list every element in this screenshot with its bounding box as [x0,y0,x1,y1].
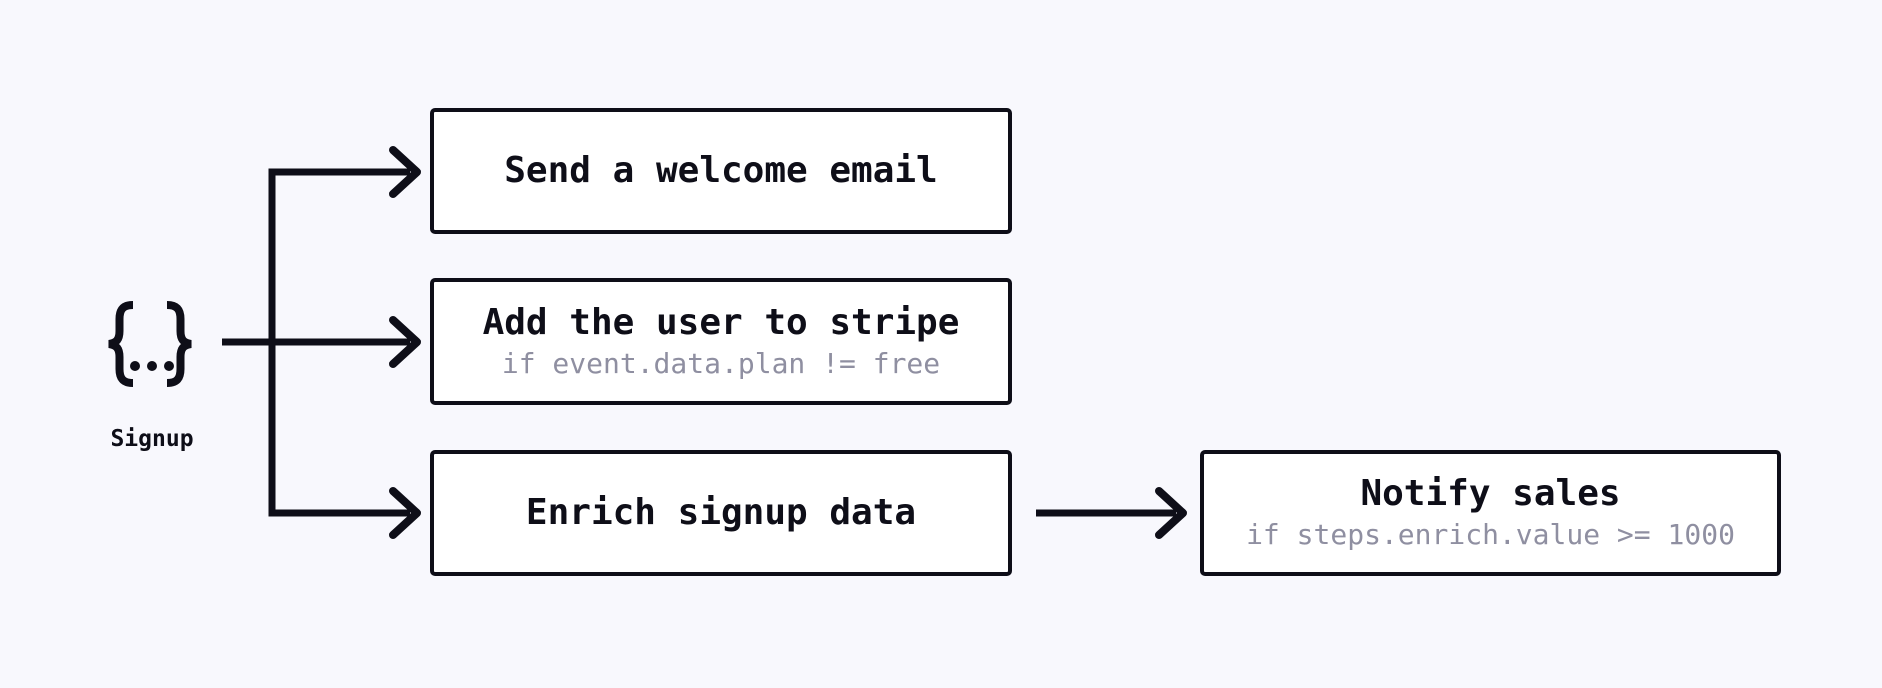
event-payload-braces-icon[interactable] [102,300,198,388]
trigger-event-label: Signup [110,426,194,452]
step-box-notify-sales[interactable]: Notify sales if steps.enrich.value >= 10… [1200,450,1781,576]
arrowhead-top-icon [389,146,421,198]
step-condition: if event.data.plan != free [501,346,941,380]
step-condition: if steps.enrich.value >= 1000 [1246,518,1735,551]
step-title: Send a welcome email [504,150,938,192]
arrowhead-middle-icon [389,316,421,368]
step-title: Notify sales [1360,473,1621,515]
arrowhead-notify-icon [1155,487,1187,539]
step-title: Enrich signup data [525,492,917,534]
arrowhead-bottom-icon [389,487,421,539]
branch-trunk-line [268,168,410,517]
step-box-add-user-to-stripe[interactable]: Add the user to stripe if event.data.pla… [430,278,1012,405]
step-box-send-welcome-email[interactable]: Send a welcome email [430,108,1012,234]
step-box-enrich-signup-data[interactable]: Enrich signup data [430,450,1012,576]
step-title: Add the user to stripe [482,301,960,343]
